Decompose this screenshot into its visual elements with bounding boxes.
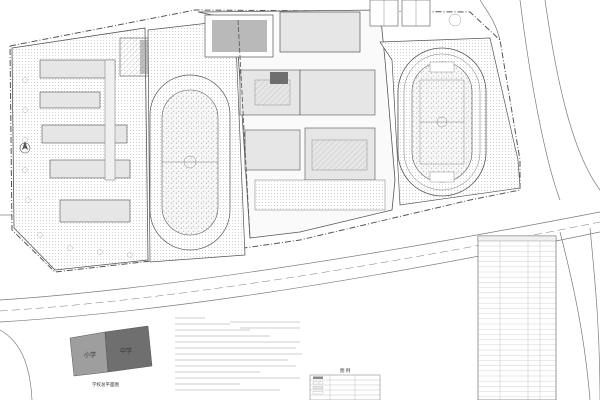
location-caption: 学校总平面图 (92, 381, 119, 388)
connector-corridor (104, 59, 116, 181)
south-road-edge-2 (589, 227, 600, 400)
legend-table: 图 例 (309, 367, 381, 400)
middle-school-buildings (197, 9, 396, 239)
middle-track-outer (397, 47, 487, 197)
classroom-building-2 (39, 91, 101, 109)
north-road-curve (479, 0, 501, 41)
courtyard-2 (311, 139, 368, 171)
teaching-building-3 (244, 129, 301, 171)
gymnasium-hall (212, 20, 267, 52)
canteen-building (279, 11, 361, 53)
primary-school-zone (11, 27, 191, 271)
location-label-middle: 中学 (120, 347, 132, 355)
primary-track-outer (149, 74, 231, 251)
south-road-edge-1 (559, 231, 591, 400)
north-arrow (19, 141, 31, 154)
southwest-curve (0, 329, 33, 400)
indicators-table (477, 235, 557, 400)
design-notes-block (175, 317, 302, 391)
teaching-building-2 (299, 69, 376, 116)
middle-running-track (379, 37, 521, 206)
indicator-rows (478, 245, 556, 397)
location-plot-middle (104, 325, 153, 373)
dark-block-1 (270, 72, 288, 84)
classroom-building-5 (59, 199, 131, 223)
primary-track-inner (161, 89, 219, 236)
entrance-plaza (254, 179, 386, 211)
field-marker-bottom (429, 171, 455, 183)
primary-running-track (147, 19, 246, 263)
site-boundary (9, 9, 521, 273)
legend-heading: 图 例 (340, 367, 351, 374)
courtyard-1 (254, 79, 291, 106)
classroom-building-4 (49, 159, 131, 179)
location-thumbnail: 小学 中学 学校总平面图 (69, 325, 153, 388)
field-marker-top (429, 61, 455, 73)
tennis-courts (369, 0, 462, 27)
classroom-building-1 (39, 59, 116, 79)
main-road-upper-edge (0, 211, 600, 301)
location-label-primary: 小学 (84, 351, 96, 359)
east-road-edge-2 (544, 0, 600, 191)
middle-track-lane (403, 53, 481, 191)
tree-row (22, 77, 133, 258)
east-road-edge-1 (519, 0, 561, 201)
